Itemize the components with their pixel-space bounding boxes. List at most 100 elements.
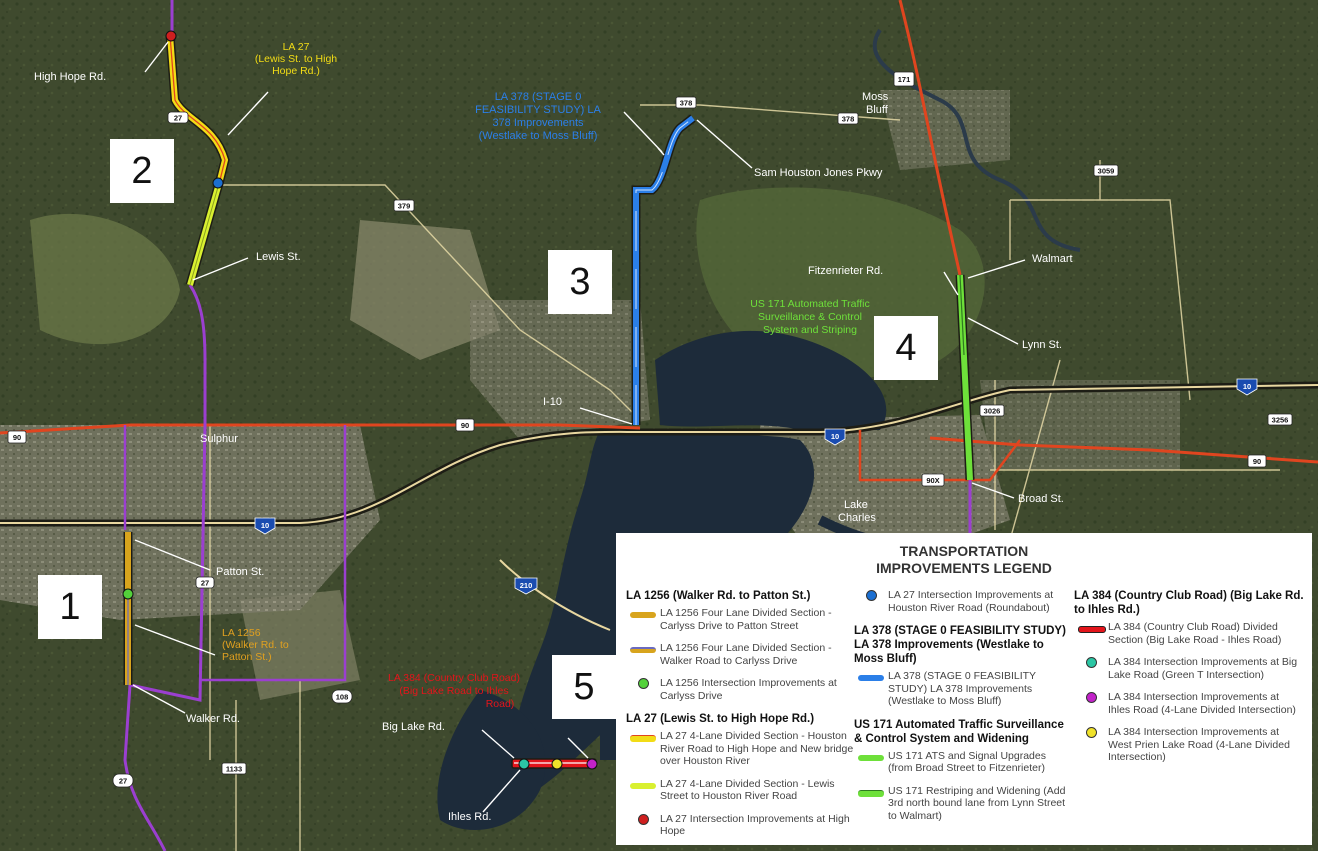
shield-text: 3059 [1098, 167, 1115, 176]
legend-heading-la27: LA 27 (Lewis St. to High Hope Rd.) [626, 713, 815, 725]
shield-text: 90X [926, 476, 939, 485]
legend-item-text: LA 1256 Intersection Improvements at Car… [660, 677, 837, 702]
shield-text: 378 [680, 99, 693, 108]
legend-item: LA 378 (STAGE 0 FEASIBILITY STUDY) LA 37… [854, 670, 1066, 708]
label-sam-houston-jones-pkwy: Sam Houston Jones Pkwy [754, 167, 883, 179]
shield-text: 171 [898, 75, 911, 84]
high-hope-intersection-dot [165, 30, 177, 42]
project-us171-segment [955, 274, 975, 481]
legend-dot-red [638, 813, 649, 825]
shield-text: 379 [398, 202, 411, 211]
state-route-shield [393, 199, 415, 212]
label-high-hope-rd: High Hope Rd. [34, 71, 106, 83]
interstate-shield [1236, 378, 1258, 396]
shield-text: 10 [1243, 382, 1251, 391]
carlyss-drive-intersection-dot [122, 588, 134, 600]
legend-item-text: LA 384 Intersection Improvements at Big … [1108, 656, 1298, 681]
shield-text: 210 [520, 581, 533, 590]
us-route-shield [7, 430, 27, 444]
legend-heading-la384: LA 384 (Country Club Road) (Big Lake Rd.… [1074, 590, 1304, 616]
us-route-shield [1247, 454, 1267, 468]
legend-item-text: LA 27 Intersection Improvements at High … [660, 812, 850, 838]
label-walmart: Walmart [1032, 253, 1073, 265]
legend-dot-magenta [1086, 692, 1097, 703]
label-la384-callout: LA 384 (Country Club Road)(Big Lake Road… [388, 672, 520, 710]
legend-swatch-light-green [630, 782, 656, 789]
shield-text: 90 [461, 421, 469, 430]
shield-text: 378 [842, 115, 855, 124]
field-area [350, 220, 500, 360]
west-fork-river [872, 28, 1081, 252]
label-ihles-rd: Ihles Rd. [448, 811, 491, 823]
project-la378-segment [631, 114, 696, 425]
label-lewis-st: Lewis St. [256, 251, 301, 263]
shield-text: 27 [174, 114, 182, 123]
legend-item: LA 27 Intersection Improvements at High … [626, 813, 858, 838]
legend-swatch-green-lined [858, 789, 884, 797]
legend-swatch-blue [858, 675, 884, 681]
legend-column-3: LA 384 (Country Club Road) (Big Lake Rd.… [1074, 589, 1304, 774]
interstate-shield [254, 517, 276, 535]
legend-item: US 171 Restriping and Widening (Add 3rd … [854, 785, 1066, 823]
legend-item-text: LA 27 Intersection Improvements at Houst… [888, 589, 1054, 614]
state-route-shield [1267, 413, 1293, 426]
legend-title-text: TRANSPORTATION IMPROVEMENTS LEGEND [876, 543, 1052, 576]
legend-item-text: US 171 ATS and Signal Upgrades (from Bro… [888, 749, 1046, 775]
legend-item-text: LA 384 Intersection Improvements at Ihle… [1108, 691, 1296, 716]
legend-dot-blue [866, 590, 877, 601]
legend-dot-teal [1086, 657, 1097, 668]
calcasieu-lake-north [655, 330, 887, 430]
field-area [30, 213, 180, 345]
legend-swatch-yellow [630, 735, 656, 742]
legend-item: LA 384 (Country Club Road) Divided Secti… [1074, 621, 1304, 646]
legend-item: LA 1256 Four Lane Divided Section - Walk… [626, 642, 858, 667]
us-route-shield [921, 473, 945, 487]
state-route-shield [112, 773, 134, 788]
label-broad-st: Broad St. [1018, 493, 1064, 505]
callout-arrows [132, 41, 1026, 813]
i10-highway [0, 381, 1318, 631]
shield-text: 10 [831, 432, 839, 441]
legend-item-text: LA 384 Intersection Improvements at West… [1108, 726, 1290, 763]
big-lake-road-intersection-dot [518, 758, 530, 770]
west-prien-lake-road-intersection-dot [551, 758, 563, 770]
moss-bluff-urban-area [880, 90, 1010, 170]
legend-item: LA 1256 Intersection Improvements at Car… [626, 677, 858, 702]
field-area [240, 590, 360, 700]
us171-route [898, 0, 962, 276]
label-walker-rd: Walker Rd. [186, 713, 240, 725]
shield-text: 90 [13, 433, 21, 442]
project-number-2: 2 [110, 139, 174, 203]
state-route-shield [837, 112, 859, 125]
label-i10: I-10 [543, 396, 562, 408]
legend-item: LA 384 Intersection Improvements at Big … [1074, 656, 1304, 681]
shield-text: 10 [261, 521, 269, 530]
legend-column-2: LA 27 Intersection Improvements at Houst… [854, 589, 1066, 832]
label-fitzenrieter-rd: Fitzenrieter Rd. [808, 265, 883, 277]
westlake-urban-area [470, 300, 650, 440]
shield-text: 3256 [1272, 416, 1289, 425]
project-number-3: 3 [548, 250, 612, 314]
legend-item: LA 384 Intersection Improvements at Ihle… [1074, 691, 1304, 716]
shield-text: 1133 [226, 765, 242, 774]
state-route-shield [167, 111, 189, 124]
legend-heading-la1256: LA 1256 (Walker Rd. to Patton St.) [626, 590, 811, 602]
legend-item-text: US 171 Restriping and Widening (Add 3rd … [888, 784, 1066, 822]
label-patton-st: Patton St. [216, 566, 264, 578]
interstate-shield [824, 428, 846, 446]
legend-item-text: LA 1256 Four Lane Divided Section - Carl… [660, 607, 832, 632]
legend-item-text: LA 384 (Country Club Road) Divided Secti… [1108, 621, 1282, 646]
us-route-shield [455, 418, 475, 432]
legend-item-text: LA 27 4-Lane Divided Section - Houston R… [660, 730, 854, 767]
interstate-shield [514, 577, 538, 595]
state-route-shield [675, 96, 697, 109]
east-urban-area [980, 380, 1180, 470]
legend-item: LA 1256 Four Lane Divided Section - Carl… [626, 607, 858, 632]
label-big-lake-rd: Big Lake Rd. [382, 721, 445, 733]
state-route-shield [221, 762, 247, 775]
